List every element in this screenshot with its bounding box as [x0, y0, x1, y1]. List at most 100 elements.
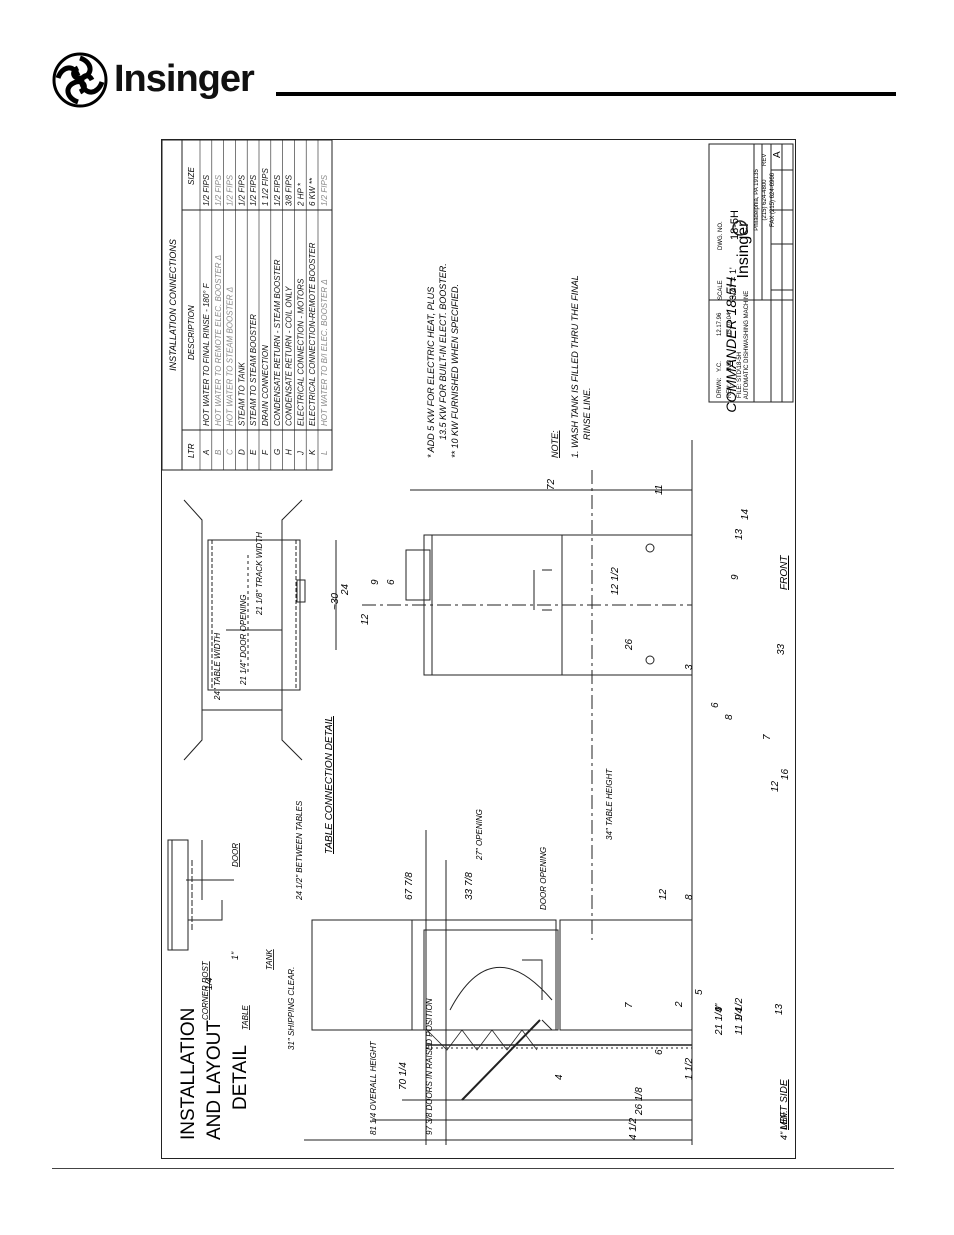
drawing-title: INSTALLATION AND LAYOUT DETAIL: [178, 1008, 251, 1140]
dimension-label: 6: [654, 1049, 665, 1055]
fax-text: FAX (215) 624-6966: [770, 172, 776, 227]
dimension-label: 72: [546, 478, 557, 490]
subtitle-text: AUTOMATIC DISHWASHING MACHINE: [744, 291, 750, 400]
dimension-label: 11: [654, 485, 665, 495]
drawing-title-1: INSTALLATION: [178, 1008, 199, 1140]
connection-desc: CONDENSATE RETURN - COIL ONLY: [285, 286, 294, 426]
phone-text: (215) 624-4800: [762, 179, 768, 221]
dimension-label: 4: [554, 1074, 565, 1080]
dimension-label: 1 1/2: [684, 1057, 695, 1080]
connection-size: 2 HP *: [296, 182, 305, 207]
table-conn-label: TABLE CONNECTION DETAIL: [324, 716, 335, 854]
dwg-value: 18-5H: [729, 210, 741, 240]
left-side-label: LEFT SIDE: [779, 1079, 790, 1130]
dimension-label: 33 7/8: [464, 872, 475, 900]
dimension-label: 3: [684, 664, 695, 670]
corner-post-detail: [167, 839, 234, 951]
door-open-label: DOOR OPENING: [539, 847, 548, 910]
connections-table: INSTALLATION CONNECTIONS LTR DESCRIPTION…: [162, 140, 333, 471]
table-label: TABLE: [241, 1005, 250, 1030]
header-ltr: LTR: [187, 443, 196, 458]
connection-desc: HOT WATER TO STEAM BOOSTER Δ: [226, 287, 235, 426]
dimension-label: 13: [734, 528, 745, 540]
connection-size: 1/2 FIPS: [226, 174, 235, 206]
four-min-label: 4" MIN.: [779, 1110, 789, 1140]
note-star-2: 13.5 KW FOR BUILT-IN ELECT. BOOSTER.: [438, 263, 448, 440]
dimension-label: 9 1/2: [734, 997, 745, 1020]
note-star-3: ** 10 KW FURNISHED WHEN SPECIFIED.: [450, 284, 460, 458]
connection-ltr: E: [249, 449, 258, 455]
front-view: [362, 440, 693, 960]
address-text: Philadelphia, PA 19135: [754, 169, 760, 231]
file-label: FILE: STD\18-5H: [737, 352, 743, 398]
connection-desc: HOT WATER TO B/I ELEC. BOOSTER Δ: [320, 279, 329, 426]
company-logo-icon: [732, 220, 748, 236]
connection-desc: CONDENSATE RETURN - STEAM BOOSTER: [273, 259, 282, 426]
dimension-label: 9: [730, 574, 741, 580]
drawing-title-2: AND LAYOUT: [204, 1020, 225, 1140]
dimension-label: 5: [694, 989, 705, 995]
connection-size: 3/8 FIPS: [285, 174, 294, 206]
scale-value: 3/4" = 1': [728, 267, 738, 300]
rev-col-value: A: [772, 151, 783, 158]
dimension-label: 6: [710, 702, 721, 708]
header-description: DESCRIPTION: [187, 305, 196, 360]
connection-desc: ELECTRICAL CONNECTION-REMOTE BOOSTER: [308, 242, 317, 426]
connection-ltr: A: [202, 450, 211, 456]
connection-ltr: D: [237, 449, 246, 455]
dimension-lines: [304, 489, 692, 1145]
dimension-label: 97 3/8 DOORS IN RAISED POSITION: [425, 998, 434, 1135]
dimension-label: 6: [386, 579, 397, 585]
connection-ltr: C: [226, 449, 235, 455]
connection-desc: HOT WATER TO REMOTE ELEC. BOOSTER Δ: [214, 255, 223, 426]
dwg-label: DWG. NO.: [718, 221, 724, 250]
dimension-label: 24: [340, 583, 351, 596]
drwn-date: 12.17.96: [717, 312, 723, 336]
model-text: COMMANDER 18-5H: [723, 276, 739, 412]
dimension-label: 9: [370, 579, 381, 585]
dimension-label: 8: [724, 714, 735, 720]
connection-ltr: G: [273, 449, 282, 455]
connection-desc: DRAIN CONNECTION: [261, 345, 270, 426]
drwn-label: DRWN:: [717, 377, 723, 398]
header-size: SIZE: [187, 167, 196, 185]
rev-label: REV:: [727, 384, 733, 398]
dimension-label: 81 1/4 OVERALL HEIGHT: [369, 1040, 378, 1135]
footer-rule: [52, 1168, 894, 1169]
connection-size: 1/2 FIPS: [202, 174, 211, 206]
connection-size: 1 1/2 FIPS: [261, 168, 270, 206]
table-height-label: 34" TABLE HEIGHT: [605, 768, 614, 840]
connection-ltr: F: [261, 449, 270, 455]
dimension-label: 13: [774, 1003, 785, 1015]
connection-desc: STEAM TO STEAM BOOSTER: [249, 314, 258, 426]
door-opening-h-label: 27" OPENING: [475, 809, 484, 861]
table-width-label: 24" TABLE WIDTH: [213, 633, 222, 701]
dimension-label: 14: [740, 508, 751, 520]
drawing-sheet: COMMANDER 18-5H AUTOMATIC DISHWASHING MA…: [161, 139, 796, 1159]
dimension-label: 2: [674, 1001, 685, 1008]
connection-ltr: L: [320, 451, 329, 455]
between-label: 24 1/2" BETWEEN TABLES: [295, 800, 304, 901]
connection-size: 1/2 FIPS: [320, 174, 329, 206]
corner-post-label: CORNER POST: [201, 960, 210, 1020]
dimension-label: 16: [780, 768, 791, 780]
connection-size: 1/2 FIPS: [214, 174, 223, 206]
connection-size: 6 KW **: [308, 177, 317, 206]
rev-value: JMD: [727, 359, 733, 372]
note-star-1: * ADD 5 KW FOR ELECTRIC HEAT, PLUS: [426, 287, 436, 458]
dimension-label: 12: [658, 888, 669, 900]
scale-label: SCALE: [718, 280, 724, 300]
insinger-logo: Insinger: [52, 52, 278, 112]
front-label: FRONT: [779, 555, 790, 590]
dimension-label: 33: [776, 643, 787, 655]
drwn-value: Y.C.: [717, 361, 723, 372]
table-connection-detail: [183, 499, 306, 761]
connection-size: 1/2 FIPS: [249, 174, 258, 206]
door-label: DOOR: [231, 843, 240, 867]
dimension-label: 8: [684, 894, 695, 900]
dimension-label: 67 7/8: [404, 872, 415, 900]
dimension-label: 12 1/2: [610, 567, 621, 595]
installation-drawing: COMMANDER 18-5H AUTOMATIC DISHWASHING MA…: [162, 140, 794, 1145]
brand-name: Insinger: [114, 58, 255, 100]
note-label: NOTE:: [550, 430, 560, 458]
